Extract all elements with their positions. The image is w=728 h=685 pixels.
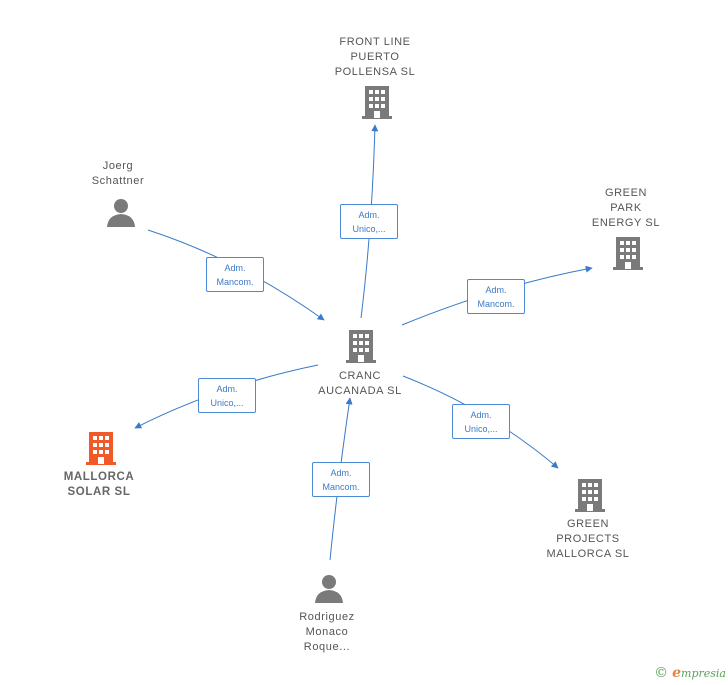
edge-label-line1: Adm. <box>224 262 246 273</box>
edge-label-cranc-mallorca[interactable]: Adm. Unico,... <box>198 378 256 413</box>
edge-label-line1: Adm. <box>358 209 380 220</box>
building-icon[interactable] <box>575 477 605 518</box>
edge-label-line2: Unico,... <box>210 397 244 408</box>
brand-initial: e <box>672 665 682 681</box>
edge-label-line2: Unico,... <box>464 423 498 434</box>
building-icon[interactable] <box>86 430 116 471</box>
edge-label-line1: Adm. <box>485 284 507 295</box>
edge-label-line2: Mancom. <box>322 481 360 492</box>
edge-label-line2: Mancom. <box>216 276 254 287</box>
node-label-frontline[interactable]: FRONT LINE PUERTO POLLENSA SL <box>334 36 416 78</box>
edge-label-line2: Mancom. <box>477 298 515 309</box>
edge-label-line2: Unico,... <box>352 223 386 234</box>
person-icon[interactable] <box>314 574 344 609</box>
building-icon[interactable] <box>613 235 643 276</box>
edge-label-cranc-greenprojects[interactable]: Adm. Unico,... <box>452 404 510 439</box>
person-icon[interactable] <box>106 198 136 233</box>
edge-label-line1: Adm. <box>470 409 492 420</box>
node-label-mallorca[interactable]: MALLORCA SOLAR SL <box>63 471 135 498</box>
edge-label-cranc-greenpark[interactable]: Adm. Mancom. <box>467 279 525 314</box>
node-label-greenprojects[interactable]: GREEN PROJECTS MALLORCA SL <box>546 518 630 560</box>
edge-label-line1: Adm. <box>330 467 352 478</box>
building-icon[interactable] <box>346 328 376 369</box>
node-label-cranc[interactable]: CRANC AUCANADA SL <box>318 370 402 397</box>
edge-label-line1: Adm. <box>216 383 238 394</box>
node-label-greenpark[interactable]: GREEN PARK ENERGY SL <box>591 187 661 229</box>
edge-label-cranc-frontline[interactable]: Adm. Unico,... <box>340 204 398 239</box>
copyright-symbol: © <box>654 665 669 681</box>
brand-footer: ©empresia <box>654 665 726 681</box>
edge-label-rodriguez-cranc[interactable]: Adm. Mancom. <box>312 462 370 497</box>
node-label-joerg[interactable]: Joerg Schattner <box>91 160 145 187</box>
node-label-rodriguez[interactable]: Rodriguez Monaco Roque... <box>299 611 355 653</box>
building-icon[interactable] <box>362 84 392 125</box>
brand-name: mpresia <box>681 667 726 680</box>
edge-label-joerg-cranc[interactable]: Adm. Mancom. <box>206 257 264 292</box>
